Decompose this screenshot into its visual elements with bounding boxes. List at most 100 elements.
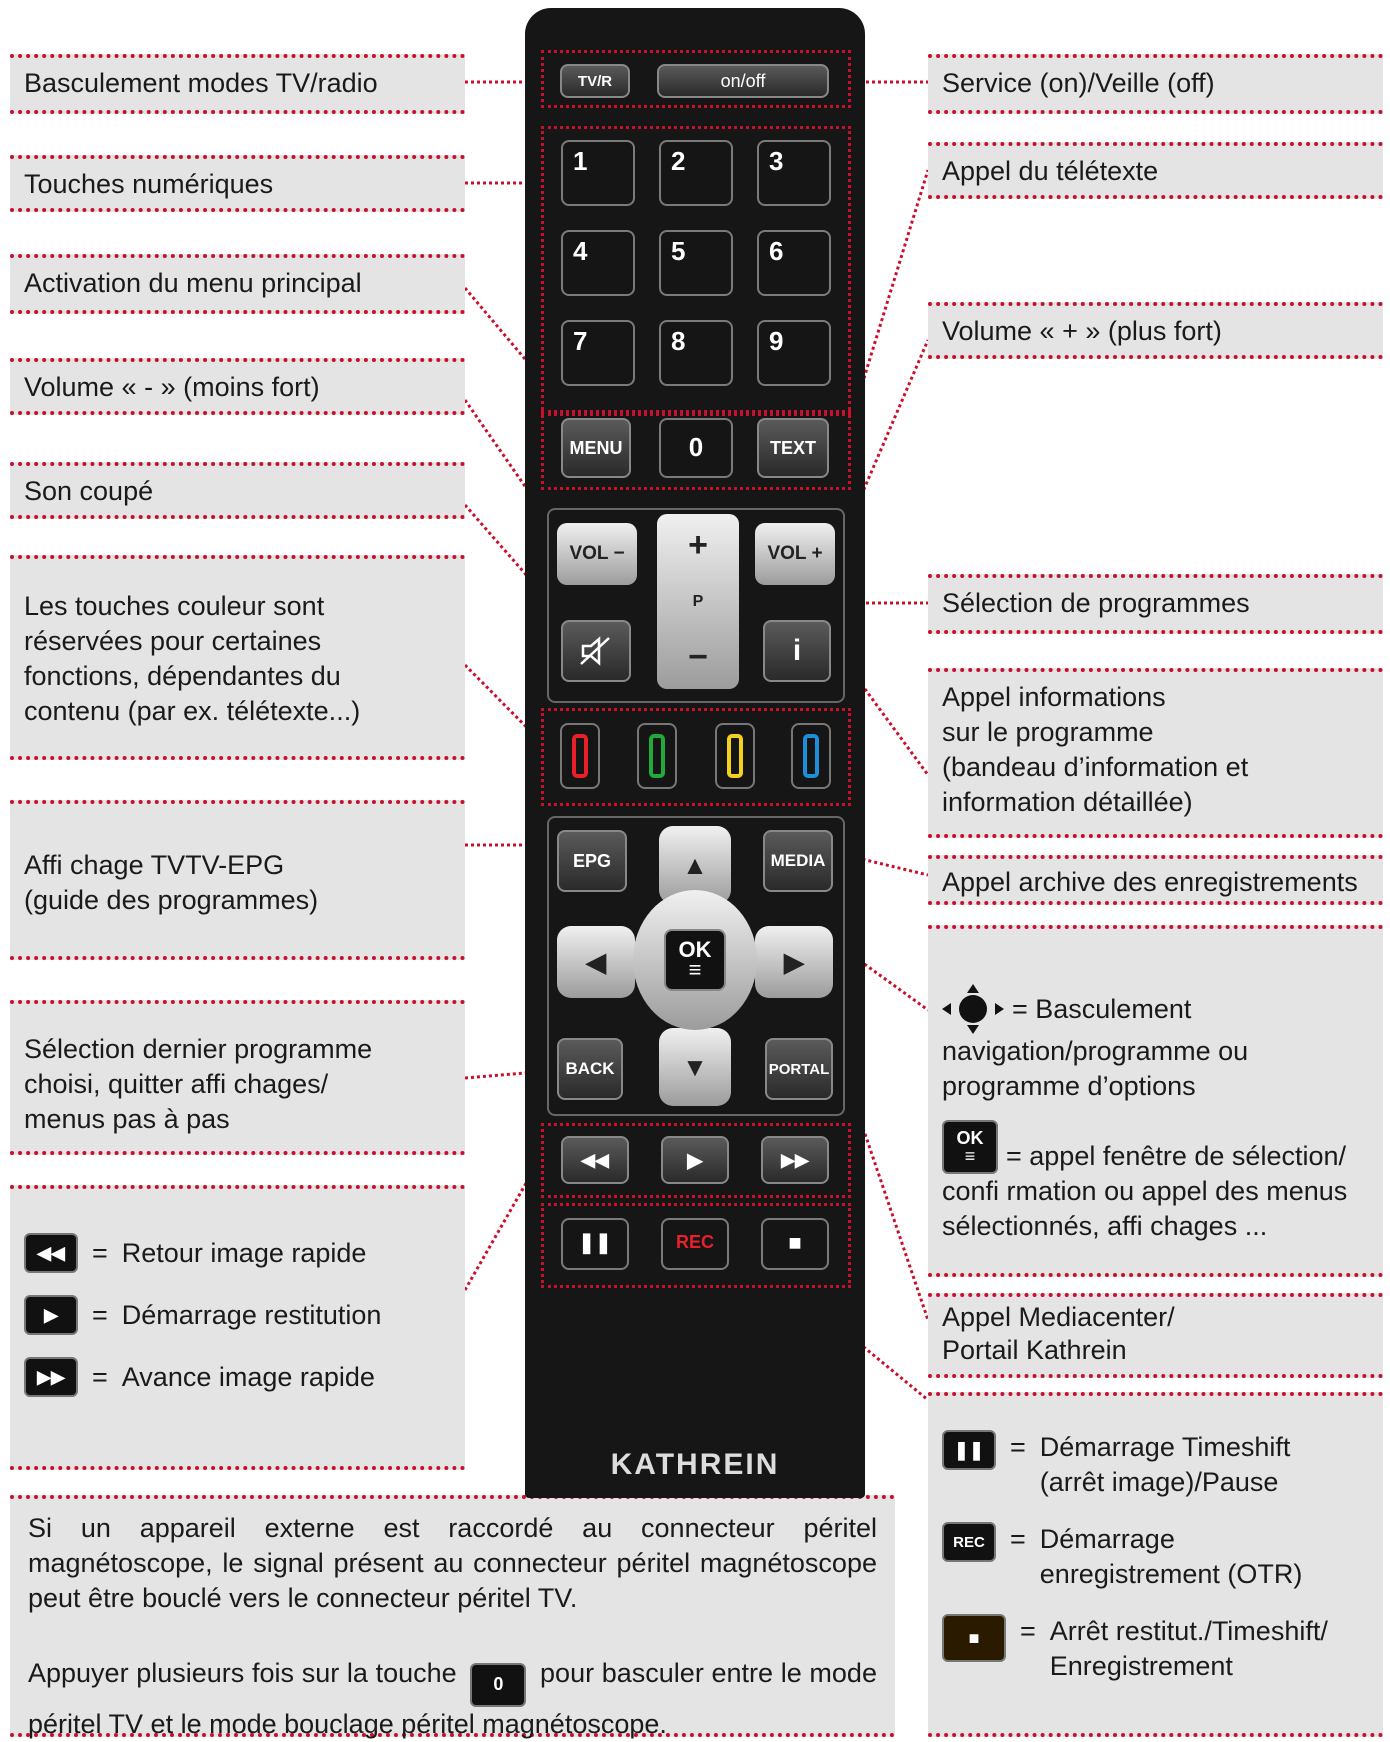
program-rocker[interactable]: + P − — [657, 514, 739, 689]
tv-radio-button[interactable]: TV/R — [560, 64, 630, 98]
epg-button[interactable]: EPG — [557, 830, 627, 892]
media-button[interactable]: MEDIA — [763, 830, 833, 892]
digit-3-button[interactable]: 3 — [757, 140, 831, 206]
digit-8-button[interactable]: 8 — [659, 320, 733, 386]
digit-7-button[interactable]: 7 — [561, 320, 635, 386]
left-arrow-icon: ◀ — [586, 946, 606, 977]
menu-lines-icon: ≡ — [964, 1146, 976, 1166]
button-label: TEXT — [769, 437, 816, 458]
timeshift-line: Enregistrement — [1049, 1651, 1233, 1681]
playback-text: Avance image rapide — [121, 1361, 375, 1392]
green-button[interactable] — [637, 723, 677, 789]
digit-5-button[interactable]: 5 — [659, 230, 733, 296]
scart-note-para2: Appuyer plusieurs fois sur la touche 0 p… — [28, 1656, 877, 1742]
label-volume-up: Volume « + » (plus fort) — [928, 302, 1383, 359]
button-label: 3 — [769, 146, 784, 176]
digit-6-button[interactable]: 6 — [757, 230, 831, 296]
label-text: Volume « - » (moins fort) — [24, 372, 320, 402]
yellow-button[interactable] — [715, 723, 755, 789]
label-navigation: = Basculement navigation/programme ou pr… — [928, 925, 1383, 1277]
label-text: Service (on)/Veille (off) — [942, 68, 1215, 98]
label-text: Sélection de programmes — [942, 588, 1250, 618]
rewind-button[interactable]: ◀◀ — [561, 1136, 629, 1184]
down-arrow-button[interactable]: ▼ — [659, 1028, 731, 1106]
label-epg: Affi chage TVTV-EPG (guide des programme… — [10, 800, 465, 960]
pause-icon: ❚❚ — [942, 1430, 996, 1470]
label-line: Les touches couleur sont — [24, 591, 325, 621]
label-text: Son coupé — [24, 476, 154, 506]
label-line: Sélection dernier programme — [24, 1034, 373, 1064]
yellow-key-frame — [727, 734, 743, 778]
button-label: MEDIA — [770, 851, 826, 870]
red-button[interactable] — [560, 723, 600, 789]
equals-sign: = — [1010, 1432, 1026, 1462]
button-label: MENU — [569, 437, 623, 458]
digit-0-button[interactable]: 0 — [659, 418, 733, 478]
digit-9-button[interactable]: 9 — [757, 320, 831, 386]
label-text: Volume « + » (plus fort) — [942, 316, 1222, 346]
label-text: Appel archive des enregistrements — [942, 867, 1358, 897]
pause-button[interactable]: ❚❚ — [561, 1218, 629, 1270]
menu-button[interactable]: MENU — [561, 418, 631, 478]
label-line: menus pas à pas — [24, 1104, 230, 1134]
stop-icon: ■ — [942, 1614, 1006, 1662]
button-label: VOL + — [767, 543, 823, 564]
remote-control: TV/R on/off 1 2 3 4 5 6 7 8 9 MENU 0 TEX… — [525, 8, 865, 1498]
fast-forward-button[interactable]: ▶▶ — [761, 1136, 829, 1184]
blue-button[interactable] — [791, 723, 831, 789]
zone-menu-row — [541, 410, 851, 490]
label-mute: Son coupé — [10, 462, 465, 519]
ok-button[interactable]: OK≡ — [664, 929, 726, 991]
right-arrow-button[interactable]: ▶ — [755, 926, 833, 998]
playback-row: ▶=Démarrage restitution — [24, 1295, 451, 1335]
digit-4-button[interactable]: 4 — [561, 230, 635, 296]
timeshift-line: Démarrage — [1039, 1524, 1175, 1554]
button-label: 7 — [573, 326, 588, 356]
label-line: = appel fenêtre de sélection/ — [1006, 1141, 1346, 1171]
ok-key-icon: OK≡ — [942, 1120, 998, 1174]
button-label: BACK — [565, 1059, 615, 1078]
program-down-icon: − — [688, 638, 708, 676]
volume-up-button[interactable]: VOL + — [755, 523, 835, 585]
back-button[interactable]: BACK — [557, 1038, 623, 1100]
label-archive: Appel archive des enregistrements — [928, 855, 1383, 905]
label-line: (bandeau d’information et — [942, 752, 1249, 782]
label-line: programme d’options — [942, 1071, 1196, 1101]
label-back: Sélection dernier programme choisi, quit… — [10, 1000, 465, 1155]
zero-key-icon: 0 — [470, 1662, 527, 1707]
scart-note-text: pour basculer entre le mode péritel TV e… — [28, 1658, 877, 1739]
zone-volume-program — [547, 508, 845, 703]
play-button[interactable]: ▶ — [661, 1136, 729, 1184]
digit-2-button[interactable]: 2 — [659, 140, 733, 206]
label-tv-radio: Basculement modes TV/radio — [10, 54, 465, 114]
volume-down-button[interactable]: VOL − — [557, 523, 637, 585]
label-portal: Appel Mediacenter/ Portail Kathrein — [928, 1293, 1383, 1378]
fast-forward-icon: ▶▶ — [781, 1149, 809, 1170]
zone-digits — [541, 126, 851, 416]
up-arrow-icon: ▲ — [682, 849, 708, 880]
info-button[interactable]: i — [763, 620, 831, 682]
stop-button[interactable]: ■ — [761, 1218, 829, 1270]
label-line: fonctions, dépendantes du — [24, 661, 341, 691]
program-up-icon: + — [688, 526, 708, 564]
button-label: i — [792, 634, 802, 667]
digit-1-button[interactable]: 1 — [561, 140, 635, 206]
mute-button[interactable] — [561, 620, 631, 682]
blue-key-frame — [803, 734, 819, 778]
equals-sign: = — [92, 1237, 108, 1268]
mute-icon — [580, 636, 610, 666]
rewind-icon: ◀◀ — [581, 1149, 609, 1170]
navigation-cross-icon — [942, 984, 1004, 1034]
equals-sign: = — [1020, 1616, 1036, 1646]
left-arrow-button[interactable]: ◀ — [557, 926, 635, 998]
rec-button[interactable]: REC — [661, 1218, 729, 1270]
portal-button[interactable]: PORTAL — [765, 1038, 833, 1100]
on-off-button[interactable]: on/off — [657, 64, 829, 98]
right-arrow-icon: ▶ — [784, 946, 804, 977]
text-button[interactable]: TEXT — [757, 418, 829, 478]
green-key-frame — [649, 734, 665, 778]
zone-color-keys — [541, 708, 851, 806]
label-timeshift: ❚❚= Démarrage Timeshift(arrêt image)/Pau… — [928, 1392, 1383, 1737]
